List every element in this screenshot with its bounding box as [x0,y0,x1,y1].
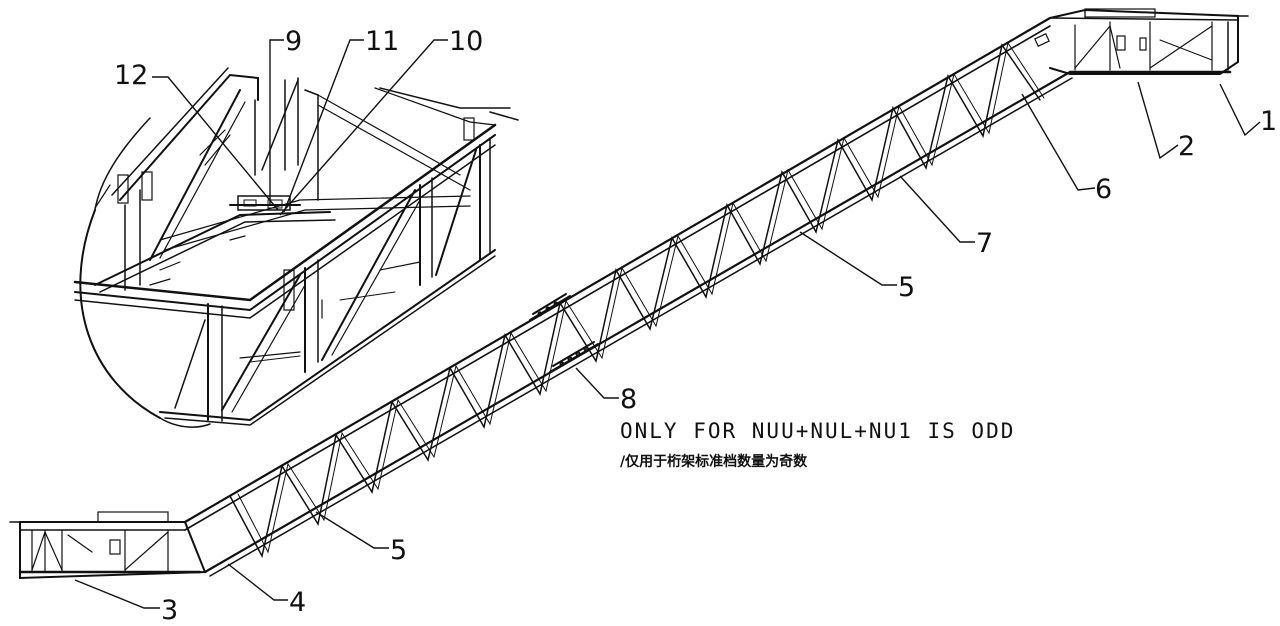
leader-11 [283,39,364,213]
leader-6 [1021,93,1096,191]
splice-note: ONLY FOR NUU+NUL+NU1 IS ODD /仅用于桁架标准档数量为… [620,419,1015,470]
leader-10 [279,39,448,216]
callout-5-lower: 5 [390,535,407,566]
upper-landing-frame [1034,8,1249,75]
callout-7: 7 [976,228,993,259]
callout-4: 4 [289,587,306,618]
leader-7 [899,175,975,243]
detail-view [73,67,519,428]
lower-landing-frame [9,511,207,580]
leader-1 [1219,83,1261,137]
leader-5a [799,231,897,286]
leader-lines [74,39,1261,609]
note-english: ONLY FOR NUU+NUL+NU1 IS ODD [620,419,1015,443]
callout-2: 2 [1178,131,1195,162]
leader-4 [227,563,288,601]
callout-8: 8 [620,384,637,415]
callout-5-upper: 5 [898,272,915,303]
leader-5b [315,511,389,549]
callout-6: 6 [1095,174,1112,205]
leader-9 [269,39,284,205]
callout-1: 1 [1260,106,1277,137]
note-chinese: /仅用于桁架标准档数量为奇数 [620,453,808,470]
leader-3 [74,579,160,609]
callout-3: 3 [161,595,178,622]
callout-10: 10 [449,26,483,57]
main-truss [9,8,1249,580]
callout-11: 11 [365,26,399,57]
callout-labels: 12 9 11 10 1 2 6 7 5 8 5 4 3 [114,26,1277,626]
leader-8 [575,367,619,399]
callout-12: 12 [114,60,148,91]
leader-12 [152,76,279,211]
splice-detail [529,293,599,373]
callout-9: 9 [285,26,302,57]
leader-2 [1137,81,1179,160]
